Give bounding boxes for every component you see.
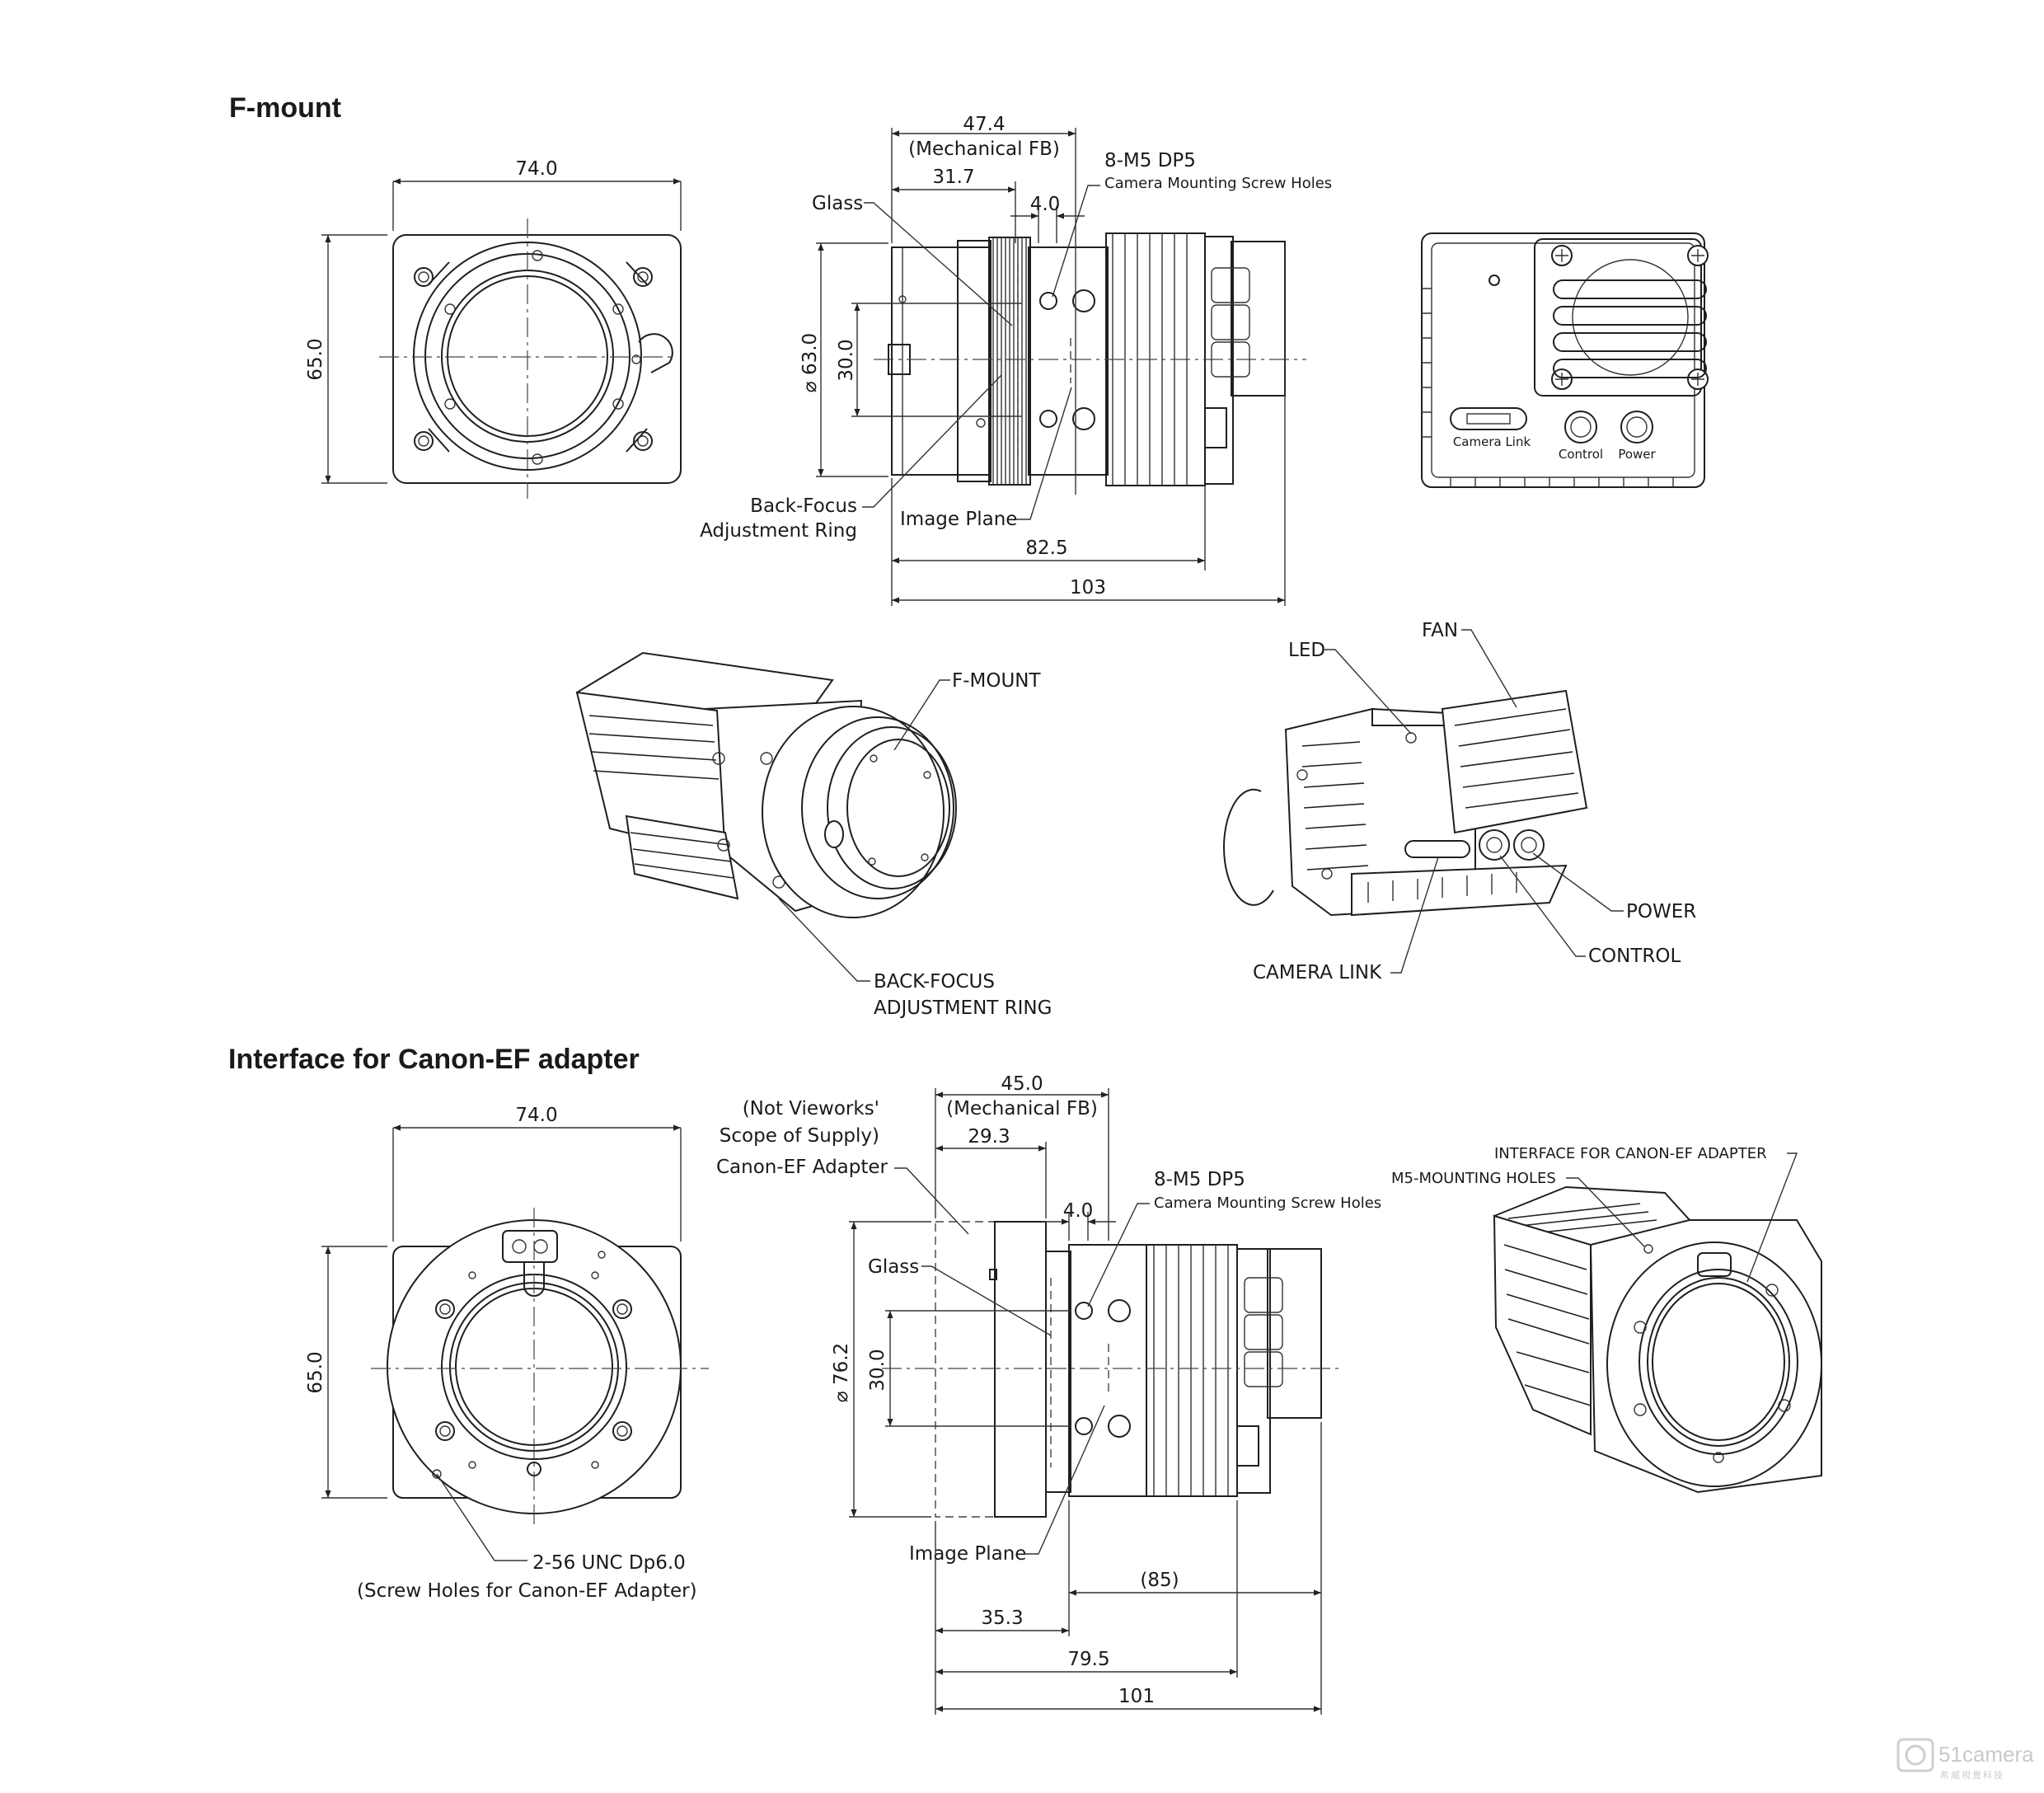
iso-camera-link-label: CAMERA LINK: [1253, 962, 1382, 983]
watermark-brand: 51camera: [1939, 1742, 2034, 1767]
canon-front-view: 74.0 65.0 2-56 UNC Dp6.0 (Screw Holes fo…: [305, 1105, 709, 1602]
iso-fan-label: FAN: [1422, 620, 1458, 641]
watermark-logo: 51camera 希威視覺科技: [1896, 1738, 2034, 1781]
rear-control-label: Control: [1559, 447, 1603, 462]
fmount-fb-label: (Mechanical FB): [908, 138, 1060, 160]
fmount-front-view: 74.0 65.0: [305, 158, 682, 499]
canon-not-supply-1: (Not Vieworks': [743, 1098, 879, 1119]
iso-fmount-label: F-MOUNT: [952, 670, 1042, 692]
canon-dia: ⌀ 76.2: [831, 1343, 852, 1402]
iso-backfocus-2: ADJUSTMENT RING: [874, 997, 1052, 1019]
fmount-dim-4-0: 4.0: [1030, 194, 1061, 215]
canon-dim-79-5: 79.5: [1067, 1649, 1109, 1670]
canon-dim-101: 101: [1118, 1686, 1155, 1707]
canon-image-plane: Image Plane: [909, 1543, 1026, 1565]
fmount-dim-31-7: 31.7: [932, 167, 974, 188]
canon-screw-2: (Screw Holes for Canon-EF Adapter): [357, 1580, 697, 1602]
canon-fb-value: 45.0: [1001, 1073, 1043, 1095]
iso-control-label: CONTROL: [1588, 946, 1681, 967]
fmount-iso-right: LED FAN POWER CONTROL CAMERA LINK: [1223, 620, 1696, 983]
canon-front-width: 74.0: [515, 1105, 557, 1126]
watermark-sub: 希威視覺科技: [1940, 1769, 2004, 1781]
canon-dim-30-0: 30.0: [867, 1349, 888, 1391]
canon-dim-35-3: 35.3: [981, 1608, 1023, 1629]
section-title-canon: Interface for Canon-EF adapter: [228, 1044, 640, 1075]
canon-screw-title: 8-M5 DP5: [1154, 1169, 1245, 1190]
fmount-dim-82-5: 82.5: [1025, 537, 1067, 559]
canon-iso-view: INTERFACE FOR CANON-EF ADAPTER M5-MOUNTI…: [1391, 1145, 1822, 1494]
fmount-image-plane: Image Plane: [900, 509, 1017, 530]
canon-dim-4-0: 4.0: [1063, 1200, 1094, 1222]
fmount-screw-title: 8-M5 DP5: [1104, 150, 1196, 171]
iso-power-label: POWER: [1626, 901, 1696, 922]
fmount-side-view: 47.4 (Mechanical FB) 31.7 4.0 8-M5 DP5 C…: [700, 114, 1332, 606]
fmount-glass-label: Glass: [812, 193, 863, 214]
canon-not-supply-2: Scope of Supply): [720, 1125, 879, 1147]
canon-adapter-label: Canon-EF Adapter: [716, 1157, 888, 1178]
canon-iso-m5: M5-MOUNTING HOLES: [1391, 1170, 1556, 1187]
canon-dim-29-3: 29.3: [968, 1126, 1010, 1148]
fmount-screw-sub: Camera Mounting Screw Holes: [1104, 175, 1332, 192]
fmount-dim-103: 103: [1070, 577, 1106, 598]
fmount-front-height: 65.0: [305, 338, 326, 380]
iso-backfocus-1: BACK-FOCUS: [874, 971, 995, 993]
canon-glass-label: Glass: [868, 1256, 919, 1278]
fmount-dim-30-0: 30.0: [836, 339, 857, 381]
fmount-backfocus-1: Back-Focus: [750, 495, 857, 517]
fmount-dia: ⌀ 63.0: [799, 333, 821, 392]
canon-dim-85: (85): [1140, 1570, 1179, 1591]
canon-iso-interface: INTERFACE FOR CANON-EF ADAPTER: [1494, 1145, 1767, 1162]
canon-screw-sub: Camera Mounting Screw Holes: [1154, 1195, 1381, 1212]
fmount-front-width: 74.0: [515, 158, 557, 180]
canon-fb-label: (Mechanical FB): [946, 1098, 1098, 1119]
fmount-backfocus-2: Adjustment Ring: [700, 520, 857, 542]
canon-front-height: 65.0: [305, 1351, 326, 1393]
fmount-rear-view: Camera Link Control Power: [1421, 232, 1709, 488]
canon-screw-1: 2-56 UNC Dp6.0: [532, 1552, 686, 1574]
fmount-fb-value: 47.4: [963, 114, 1005, 135]
fmount-iso-left: F-MOUNT BACK-FOCUS ADJUSTMENT RING: [575, 651, 1052, 1019]
rear-power-label: Power: [1618, 447, 1656, 462]
canon-side-view: 45.0 (Mechanical FB) 29.3 4.0 8-M5 DP5 C…: [716, 1073, 1381, 1715]
section-title-fmount: F-mount: [229, 92, 341, 124]
rear-camera-link-label: Camera Link: [1453, 434, 1531, 449]
iso-led-label: LED: [1288, 640, 1325, 661]
